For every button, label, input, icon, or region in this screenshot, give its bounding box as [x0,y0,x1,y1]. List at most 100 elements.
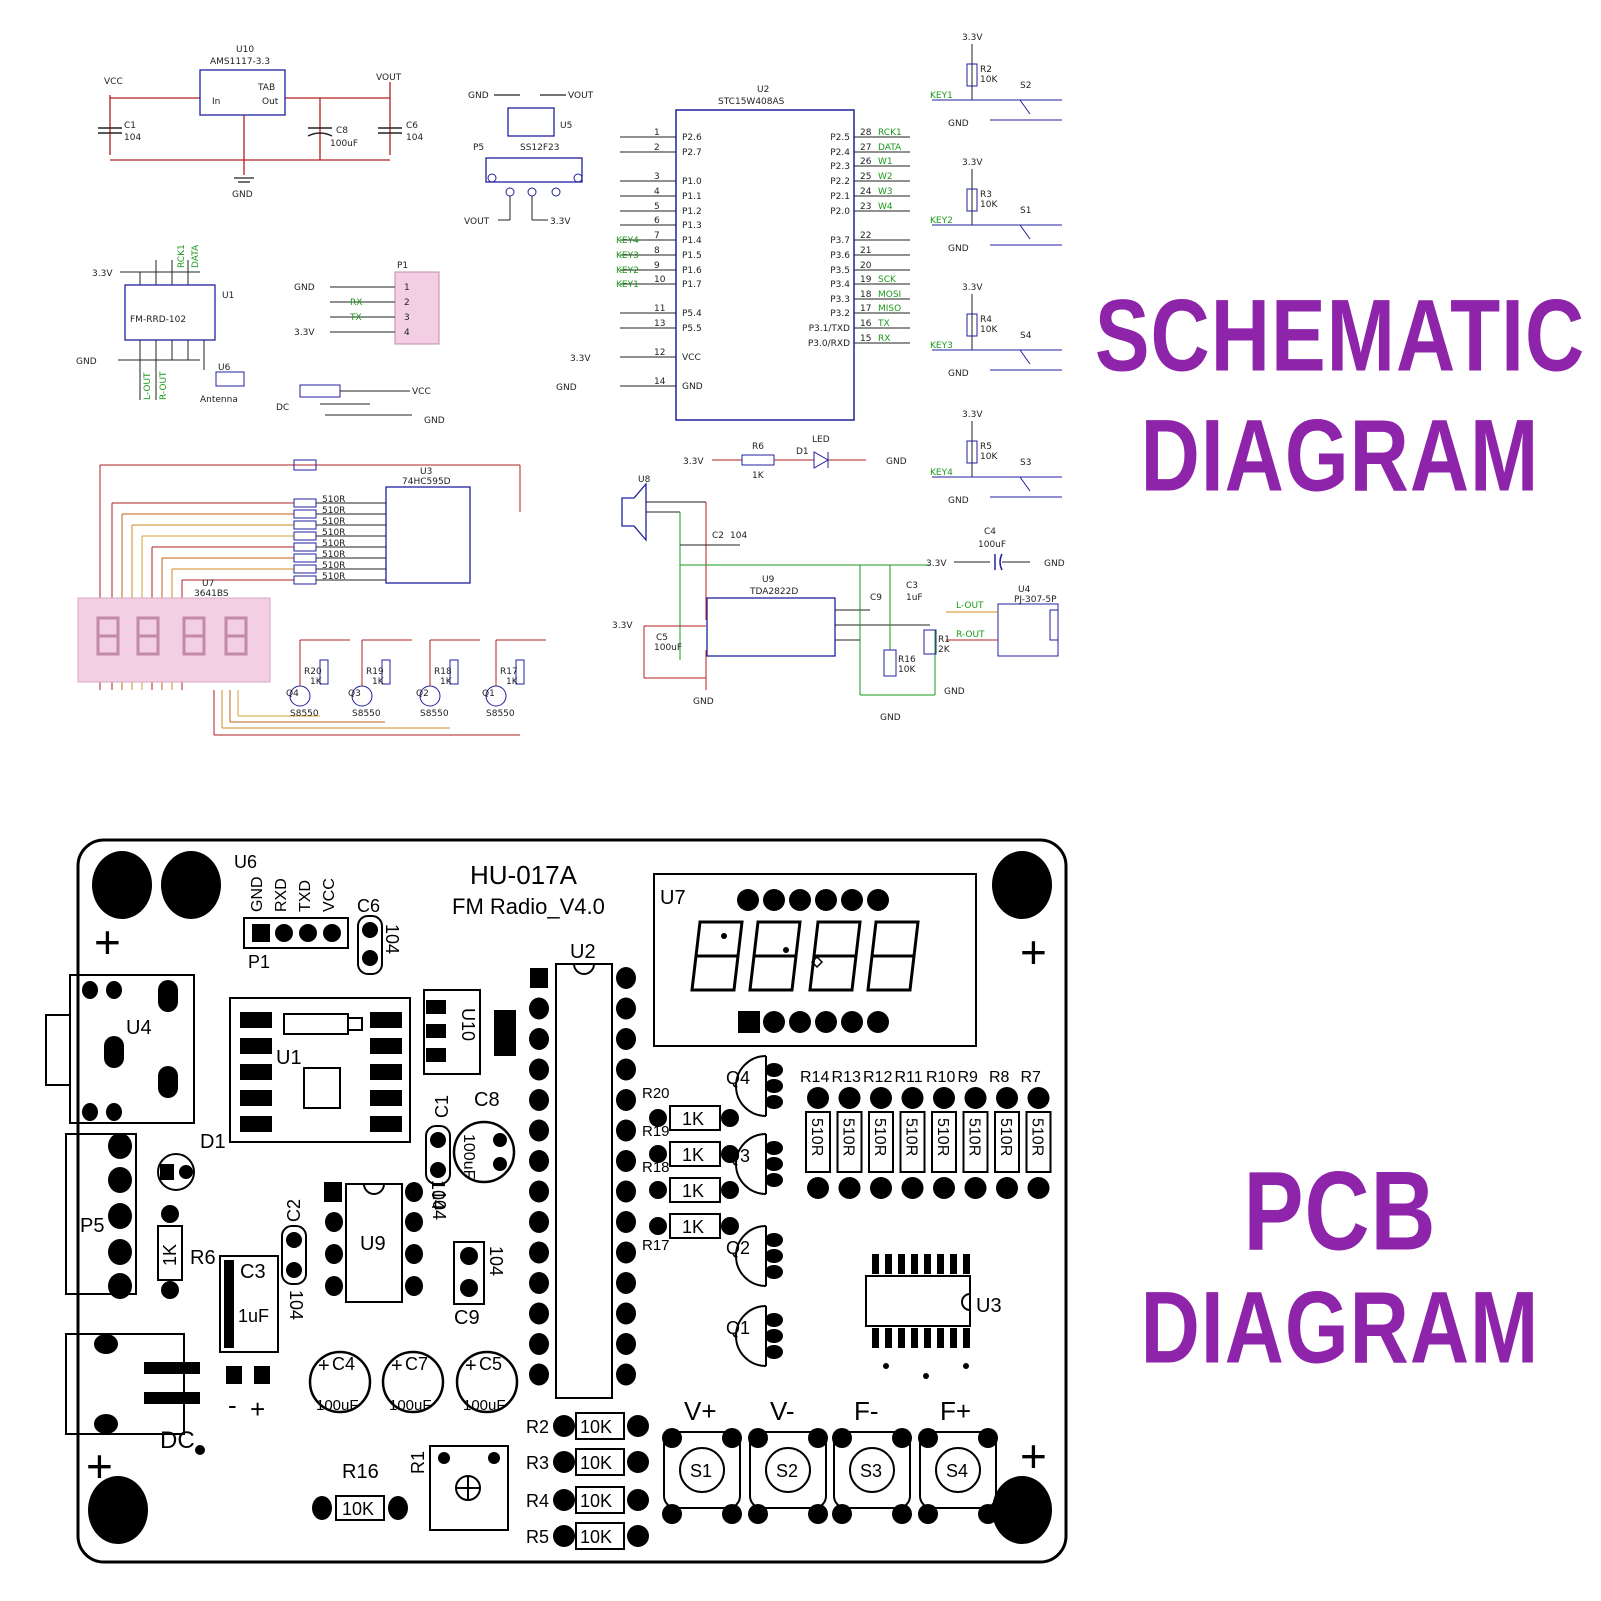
u1-3v3-label: 3.3V [92,269,113,279]
u6-ref: U6 [218,363,231,373]
key-2-r: R4 [980,315,992,325]
u2-left-pin-8: P1.6 [682,266,702,276]
key-3-net: KEY4 [930,468,953,478]
p1-pin-2: TX [349,313,362,323]
c4-ref: C4 [984,527,996,537]
sch-q-part-2: S8550 [420,709,449,719]
seg-res-value-7: 510R [322,572,345,582]
pcb-button-label-1: V- [770,1396,795,1426]
pcb-q-1: Q3 [726,1146,750,1166]
r16-ref: R16 [898,655,916,665]
sch-rb-value-2: 1K [440,677,453,687]
pcb-u9-label: U9 [360,1233,386,1255]
pcb-amplifier-ic: U9 104 [324,1180,448,1303]
c6-value: 104 [406,133,423,143]
c4-gnd-label: GND [1044,559,1065,569]
pcb-button-3[interactable]: F+S4 [918,1396,998,1524]
u2-right-pin-1: P2.4 [830,148,850,158]
pcb-key-res-value-3: 10K [580,1527,612,1547]
u2-right-num-9: 19 [860,275,872,285]
u2-left-net-3: KEY1 [616,280,639,290]
pcb-shift-register: U3 [865,1254,1002,1379]
u1-part: FM-RRD-102 [130,315,186,325]
pcb-c8-ref: C8 [474,1089,500,1111]
key-3-v: 10K [980,452,998,462]
pcb-p1-label: P1 [248,952,270,972]
sch-q-1: Q3 [348,689,361,699]
u10-part: AMS1117-3.3 [210,57,270,67]
u2-right-num-1: 27 [860,143,871,153]
pcb-u3-pins [872,1254,970,1348]
dc-gnd-label: GND [424,416,445,426]
pcb-q-3: Q1 [726,1318,750,1338]
u2-part: STC15W408AS [718,97,785,107]
pcb-button-0[interactable]: V+S1 [662,1396,742,1524]
pcb-seg-value-7: 510R [1029,1118,1046,1156]
u2-right-num-11: 17 [860,304,871,314]
u7-part: 3641BS [194,589,229,599]
seg-res-value-1: 510R [322,506,345,516]
pcb-button-label-0: V+ [684,1396,717,1426]
corner-plus-marks: + + + + [86,916,1047,1492]
amplifier-block: U9 TDA2822D U8 C2 104 3.3V C5 100uF GND [612,475,1059,723]
key-1-v: 10K [980,200,998,210]
gnd-label: GND [232,190,253,200]
pcb-u4-label: U4 [126,1017,152,1039]
key-0-gnd: GND [948,119,969,129]
c6-ref: C6 [406,121,418,131]
p5-3v3-label: 3.3V [550,217,571,227]
seg-res-value-2: 510R [322,517,345,527]
u2-left-pin-9: P1.7 [682,280,702,290]
u2-right-pin-6: P3.7 [830,236,850,246]
u2-left-num-5: 6 [654,216,660,226]
sch-q-0: Q4 [286,689,299,699]
pcb-u2-pins [529,967,636,1386]
pcb-q-2: Q2 [726,1238,750,1258]
pcb-display: U7 [653,873,977,1047]
pcb-dc-jack: DC [65,1333,205,1455]
u2-right-num-8: 20 [860,261,872,271]
pcb-c1-ref: C1 [432,1095,452,1118]
u2-right-pin-4: P2.1 [830,192,850,202]
pcb-button-2[interactable]: F-S3 [832,1396,912,1524]
u2-left-pins: P2.61P2.72P1.03P1.14P1.25P1.36P1.47P1.58… [556,128,703,393]
u2-left-net-0: KEY4 [616,236,639,246]
key-1-3v3: 3.3V [962,158,983,168]
pcb-key-res-ref-2: R4 [526,1491,549,1511]
u2-right-num-6: 22 [860,231,871,241]
r1-ref: R1 [938,635,950,645]
pcb-seg-ref-1: R13 [832,1069,861,1086]
u2-left-num-8: 9 [654,261,660,271]
u2-right-net-13: RX [878,334,890,344]
pcb-key-res-ref-0: R2 [526,1417,549,1437]
u2-right-pin-0: P2.5 [830,133,850,143]
plus-mark-tl: + [94,916,121,968]
led-block: 3.3V R6 1K D1 LED GND [683,435,907,481]
u10-pin-in: In [212,97,220,107]
sch-q-3: Q1 [482,689,495,699]
amp-3v3-label: 3.3V [612,621,633,631]
pcb-button-1[interactable]: V-S2 [748,1396,828,1524]
key-1-s: S1 [1020,206,1031,216]
seg-res-value-6: 510R [322,561,345,571]
u2-right-num-7: 21 [860,246,871,256]
pcb-seg-ref-4: R10 [926,1069,955,1086]
switch-block: GND VOUT U5 P5 SS12F23 VOUT 3.3V [464,91,594,227]
pcb-c6-value: 104 [382,924,402,954]
u2-right-pin-12: P3.1/TXD [809,324,850,334]
pcb-c8-value: 100uF [460,1134,477,1180]
pcb-p1-pin-0: GND [249,876,266,912]
pcb-seg-value-4: 510R [934,1118,951,1156]
pcb-seg-ref-0: R14 [800,1069,829,1086]
pcb-seg-value-1: 510R [840,1118,857,1156]
pcb-p5-label: P5 [80,1215,104,1237]
c9-ref-sch: C9 [870,593,882,603]
key-3-s: S3 [1020,458,1031,468]
mounting-holes [88,851,1052,1544]
u2-right-pin-8: P3.5 [830,266,850,276]
seg-res-value-4: 510R [322,539,345,549]
pcb-q-0: Q4 [726,1068,750,1088]
